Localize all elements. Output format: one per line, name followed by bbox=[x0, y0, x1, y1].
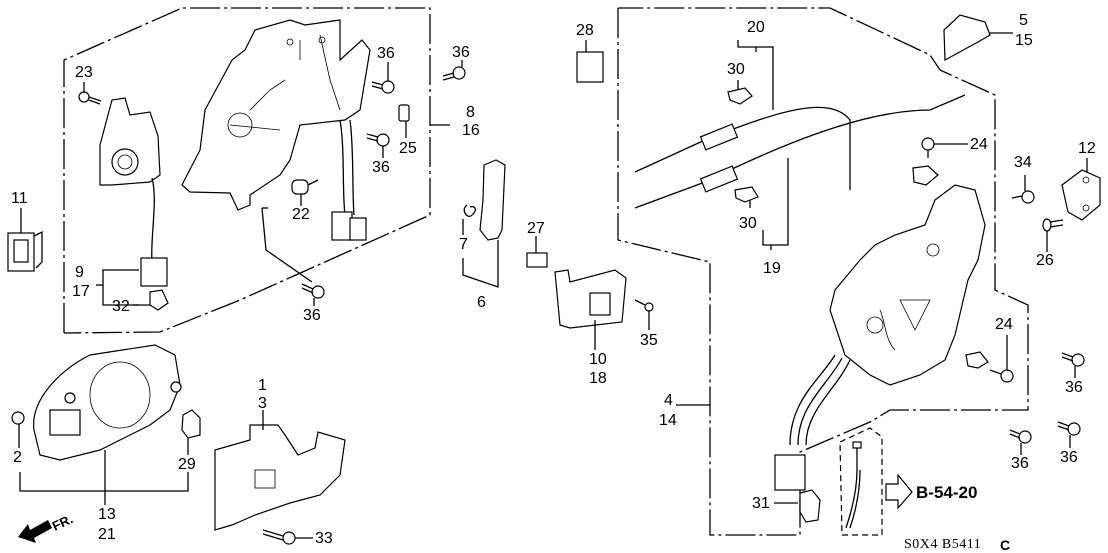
callout-25: 25 bbox=[399, 140, 417, 157]
callout-21: 21 bbox=[98, 526, 116, 543]
callout-35: 35 bbox=[640, 332, 658, 349]
callout-18: 18 bbox=[589, 370, 607, 387]
callout-27: 27 bbox=[527, 220, 545, 237]
part-6-knob bbox=[462, 159, 506, 288]
callout-1: 1 bbox=[258, 377, 267, 394]
callout-36: 36 bbox=[452, 44, 470, 61]
part-9-actuator bbox=[96, 97, 169, 311]
part-1-bracket bbox=[214, 410, 346, 531]
callout-36: 36 bbox=[1065, 379, 1083, 396]
callout-11: 11 bbox=[11, 190, 28, 207]
callout-16: 16 bbox=[462, 122, 480, 139]
part-4-latch bbox=[676, 184, 986, 491]
right-assembly-frame bbox=[617, 7, 1029, 536]
reference-link-b-54-20[interactable]: B-54-20 bbox=[916, 483, 978, 502]
callout-6: 6 bbox=[477, 294, 486, 311]
part-12-striker bbox=[1011, 158, 1101, 252]
part-35-screw bbox=[634, 299, 654, 330]
callout-5: 5 bbox=[1019, 12, 1028, 29]
screws-36-left bbox=[301, 60, 466, 306]
drawing-code: S0X4 B5411 bbox=[904, 537, 982, 552]
callout-36: 36 bbox=[1060, 449, 1078, 466]
front-direction-arrow-icon bbox=[18, 520, 52, 543]
part-11-clip bbox=[7, 208, 43, 272]
callout-33: 33 bbox=[315, 530, 333, 547]
callout-30: 30 bbox=[739, 215, 757, 232]
callout-13: 13 bbox=[98, 506, 116, 523]
part-10-switch bbox=[554, 269, 627, 350]
callout-14: 14 bbox=[659, 412, 677, 429]
callout-30: 30 bbox=[727, 61, 745, 78]
part-23-screw bbox=[78, 82, 102, 105]
part-28-clip bbox=[576, 40, 604, 83]
callout-9: 9 bbox=[75, 264, 84, 281]
callout-17: 17 bbox=[72, 283, 90, 300]
cables-19-20 bbox=[634, 40, 966, 250]
callout-23: 23 bbox=[75, 64, 93, 81]
callout-19: 19 bbox=[763, 260, 781, 277]
reference-arrow-icon bbox=[885, 473, 913, 510]
callout-4: 4 bbox=[664, 392, 673, 409]
callout-24: 24 bbox=[970, 136, 988, 153]
callout-31: 31 bbox=[752, 495, 770, 512]
callout-36: 36 bbox=[303, 307, 321, 324]
wire-inset bbox=[839, 427, 883, 536]
part-33-bolt bbox=[262, 529, 313, 545]
part-2-nut bbox=[11, 411, 189, 492]
part-22-bulb bbox=[291, 179, 319, 206]
callout-36: 36 bbox=[377, 45, 395, 62]
callout-2: 2 bbox=[13, 449, 22, 466]
callout-29: 29 bbox=[178, 456, 196, 473]
callout-32: 32 bbox=[112, 298, 130, 315]
callout-8: 8 bbox=[466, 104, 475, 121]
left-assembly-frame bbox=[63, 7, 450, 334]
part-31-clip bbox=[774, 489, 821, 523]
callout-15: 15 bbox=[1015, 32, 1033, 49]
callout-34: 34 bbox=[1014, 154, 1032, 171]
callout-24: 24 bbox=[995, 316, 1013, 333]
part-8-lock-body bbox=[181, 19, 371, 283]
part-27-clip bbox=[526, 236, 548, 268]
screws-36-right bbox=[1009, 352, 1085, 455]
callout-20: 20 bbox=[747, 19, 765, 36]
callout-10: 10 bbox=[589, 351, 607, 368]
part-24-screws bbox=[912, 137, 1014, 383]
drawing-revision: C bbox=[1000, 537, 1011, 553]
part-13-inside-handle bbox=[33, 344, 182, 505]
callout-3: 3 bbox=[258, 395, 267, 412]
callout-12: 12 bbox=[1078, 140, 1096, 157]
callout-36: 36 bbox=[372, 159, 390, 176]
callout-28: 28 bbox=[576, 22, 594, 39]
callout-22: 22 bbox=[292, 206, 310, 223]
callout-7: 7 bbox=[459, 236, 468, 253]
part-29-cap bbox=[181, 409, 201, 455]
callout-26: 26 bbox=[1036, 252, 1054, 269]
part-5-bracket bbox=[943, 14, 1013, 61]
part-25-pad bbox=[398, 104, 410, 138]
callout-36: 36 bbox=[1011, 455, 1029, 472]
